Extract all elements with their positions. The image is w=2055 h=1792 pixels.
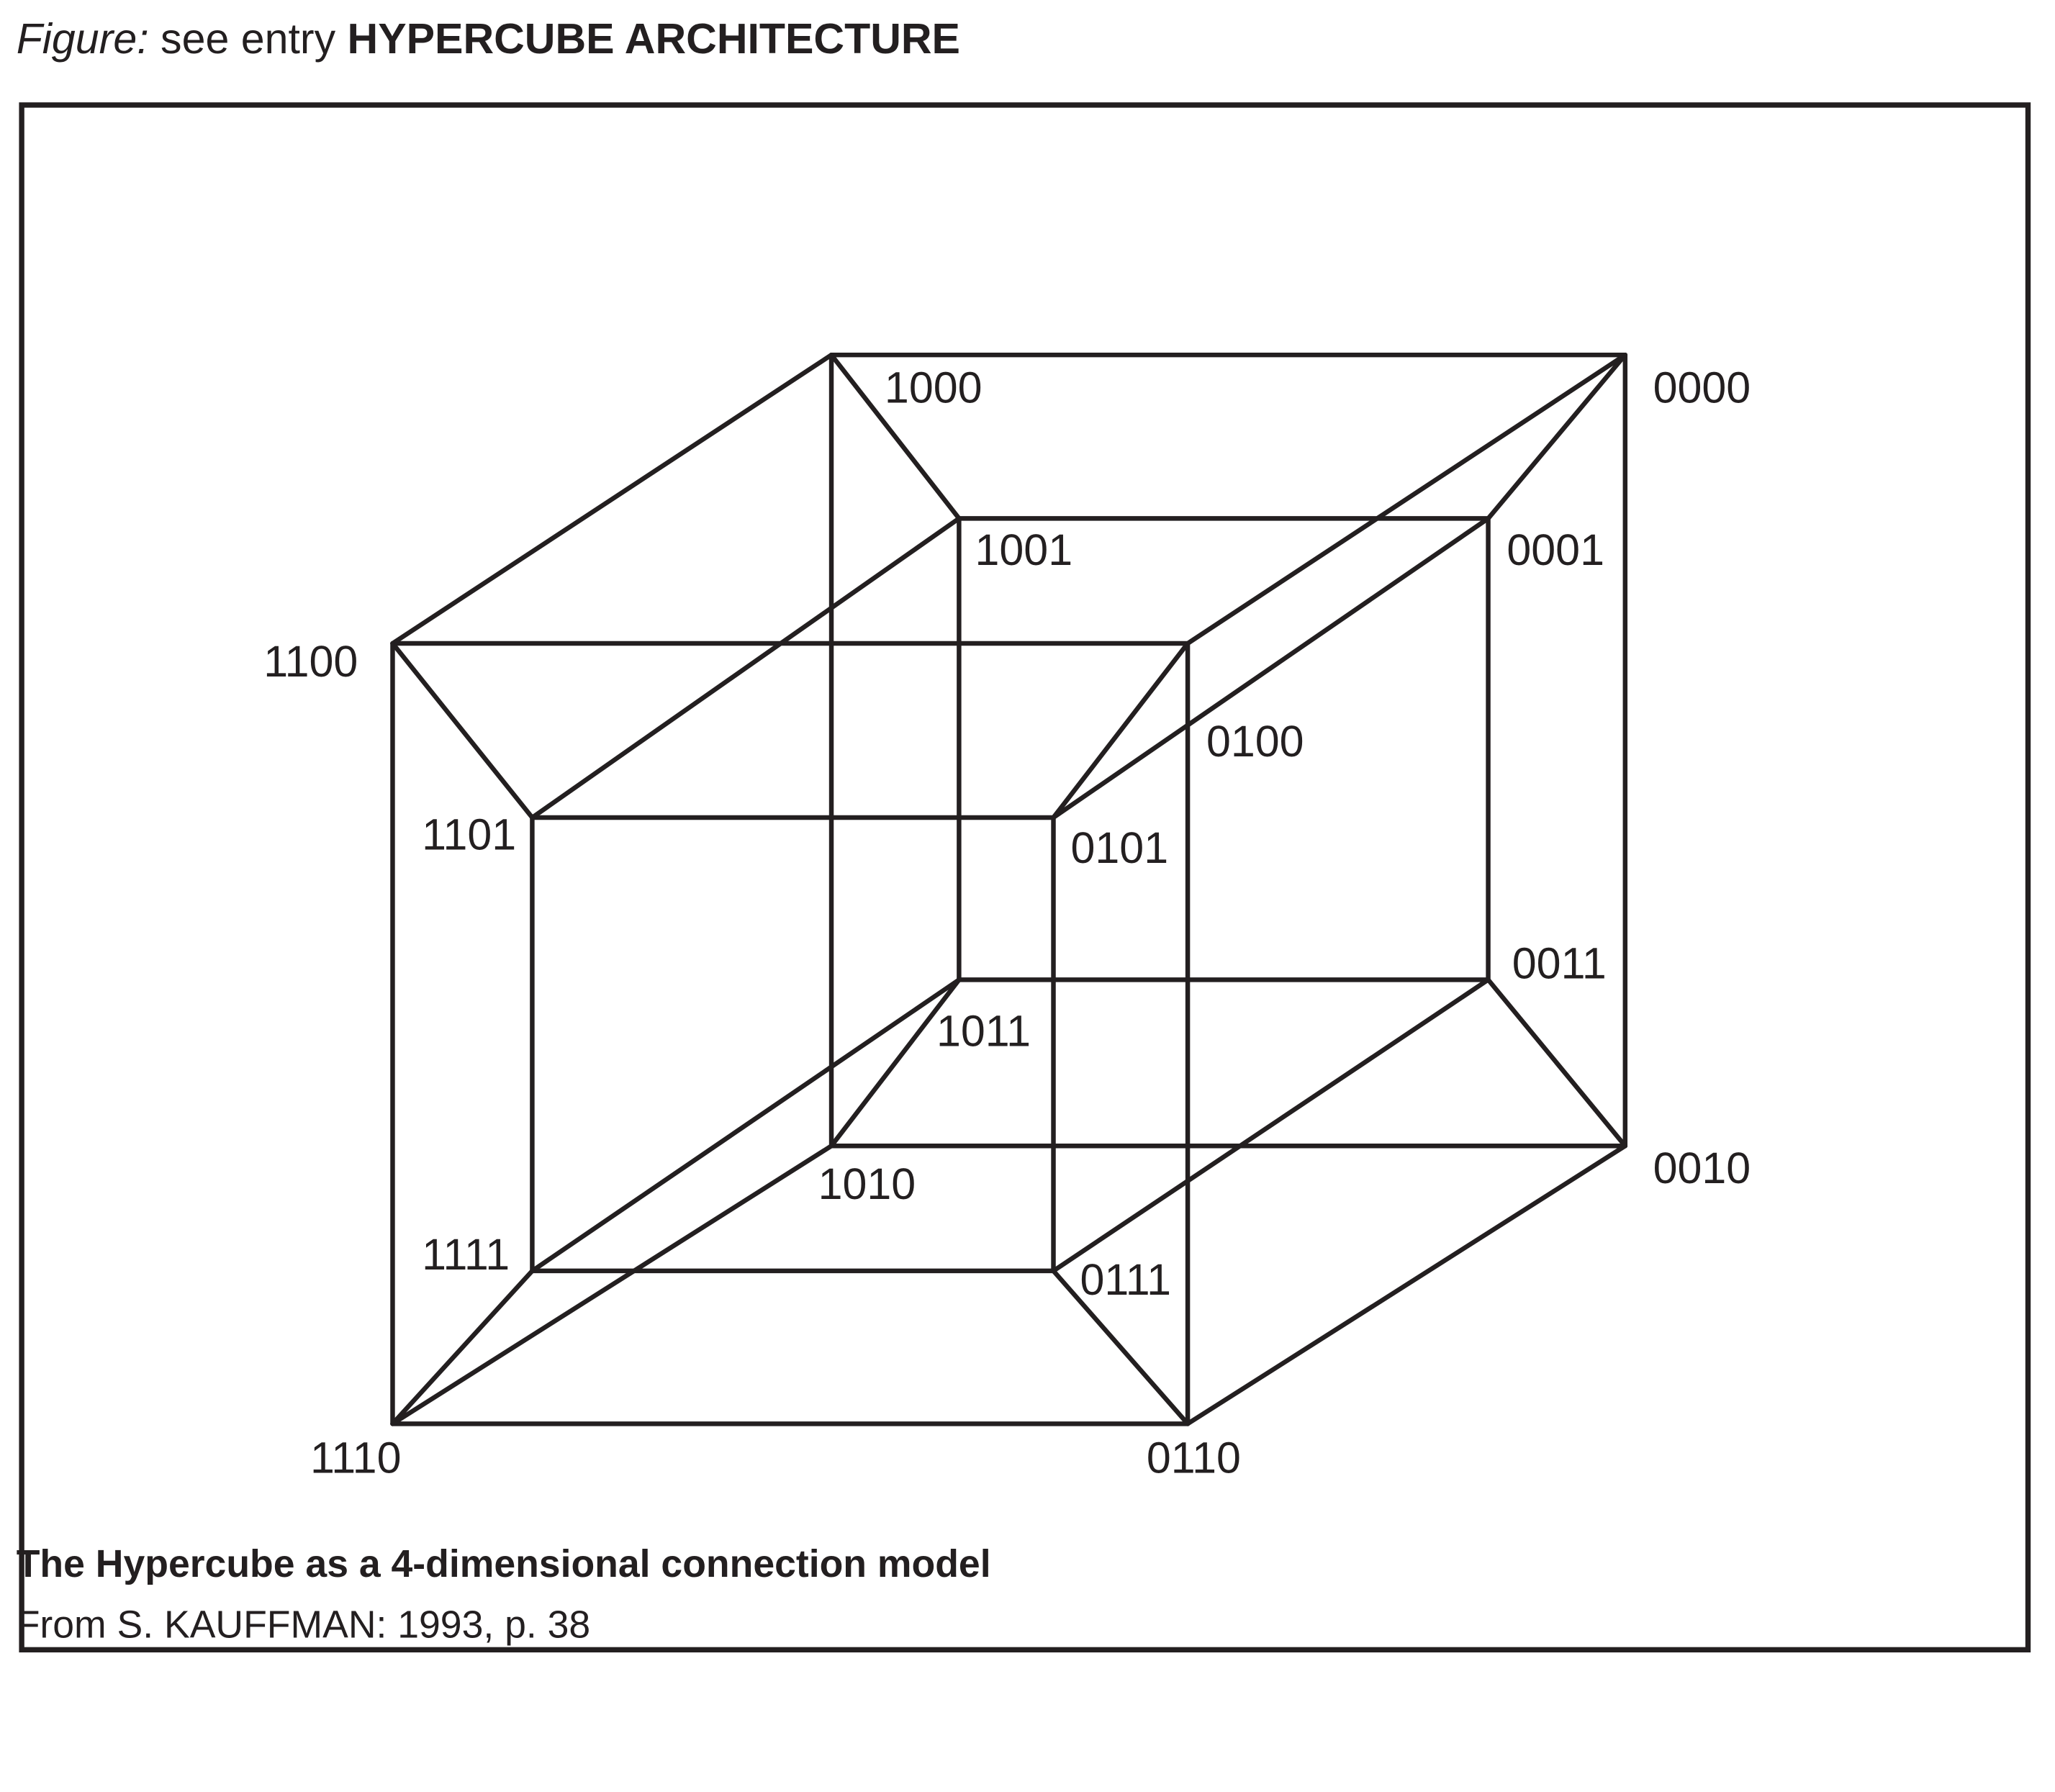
vertex-label-0010: 0010 — [1653, 1144, 1751, 1193]
vertex-label-0011: 0011 — [1512, 939, 1607, 988]
vertex-label-1000: 1000 — [885, 363, 983, 412]
edge-1010-1011 — [828, 977, 962, 1149]
vertex-label-0110: 0110 — [1147, 1434, 1241, 1483]
header-middle: see entry — [149, 14, 348, 63]
vertex-label-0111: 0111 — [1080, 1255, 1171, 1304]
vertex-label-1100: 1100 — [263, 637, 358, 686]
hypercube-edges — [390, 352, 1628, 1426]
edge-0010-0110 — [1185, 1144, 1628, 1426]
header-entry: HYPERCUBE ARCHITECTURE — [348, 14, 960, 63]
edge-0011-0111 — [1051, 977, 1491, 1274]
figure-header: Figure: see entry HYPERCUBE ARCHITECTURE — [17, 14, 960, 63]
caption-title: The Hypercube as a 4-dimensional connect… — [17, 1543, 991, 1585]
vertex-label-0101: 0101 — [1071, 823, 1169, 872]
edge-0110-0111 — [1051, 1268, 1191, 1426]
figure-frame — [19, 102, 2031, 1653]
edge-1110-1111 — [390, 1268, 535, 1426]
edge-1100-1101 — [390, 641, 535, 820]
vertex-label-1110: 1110 — [310, 1434, 402, 1483]
edge-1011-1111 — [530, 977, 962, 1274]
caption-source: From S. KAUFFMAN: 1993, p. 38 — [17, 1604, 591, 1647]
header-prefix: Figure: — [17, 14, 149, 63]
vertex-label-0000: 0000 — [1653, 363, 1751, 412]
vertex-label-1010: 1010 — [818, 1159, 916, 1208]
vertex-label-1111: 1111 — [422, 1230, 510, 1279]
vertex-labels: 0000 0001 0010 0011 0100 0101 0110 0111 1000 1001… — [263, 363, 1751, 1483]
edge-0100-0101 — [1051, 641, 1191, 820]
edge-1010-1110 — [390, 1144, 834, 1426]
vertex-label-0001: 0001 — [1507, 525, 1604, 574]
edge-1000-1001 — [828, 352, 962, 521]
vertex-label-1011: 1011 — [936, 1007, 1031, 1056]
vertex-label-1101: 1101 — [422, 810, 516, 859]
edge-1001-1101 — [530, 516, 962, 820]
vertex-label-1001: 1001 — [975, 525, 1073, 574]
edge-0000-0001 — [1486, 352, 1628, 521]
edge-0010-0011 — [1486, 977, 1628, 1149]
edge-0000-0100 — [1185, 352, 1628, 646]
vertex-label-0100: 0100 — [1206, 717, 1304, 766]
edge-1000-1100 — [390, 352, 834, 646]
edge-0001-0101 — [1051, 516, 1491, 820]
